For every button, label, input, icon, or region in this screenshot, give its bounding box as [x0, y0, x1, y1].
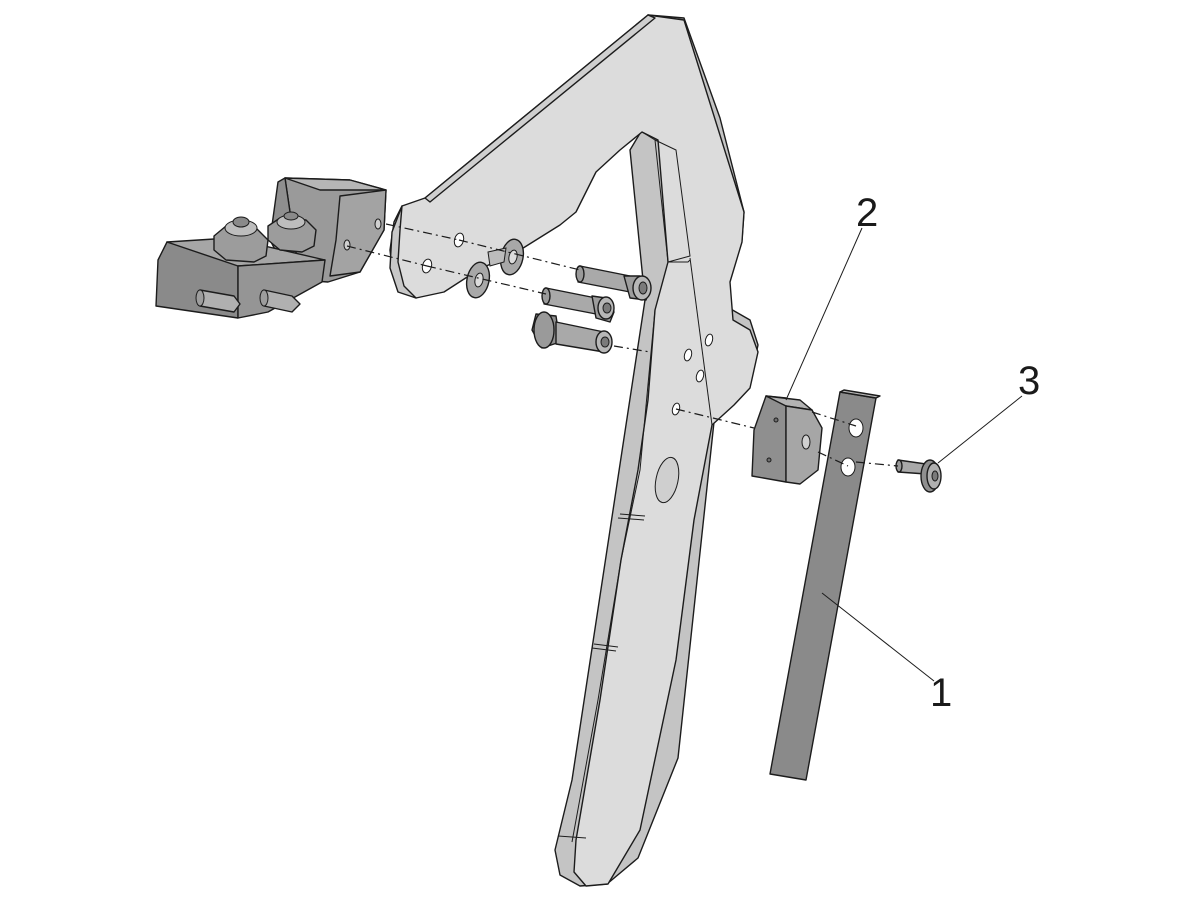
- washers-and-bolts: [465, 238, 652, 354]
- main-frame: [389, 14, 759, 887]
- assembly-axis-lines: [346, 223, 899, 467]
- part-3-screw: [895, 459, 942, 493]
- callout-2: 2: [856, 191, 878, 235]
- part-1-strip: [769, 389, 881, 781]
- upper-left-clamp-block: [155, 177, 387, 319]
- part-2-bracket: [751, 395, 823, 485]
- callout-leaders: [785, 227, 1023, 682]
- callout-1: 1: [930, 671, 952, 715]
- callout-3: 3: [1018, 359, 1040, 403]
